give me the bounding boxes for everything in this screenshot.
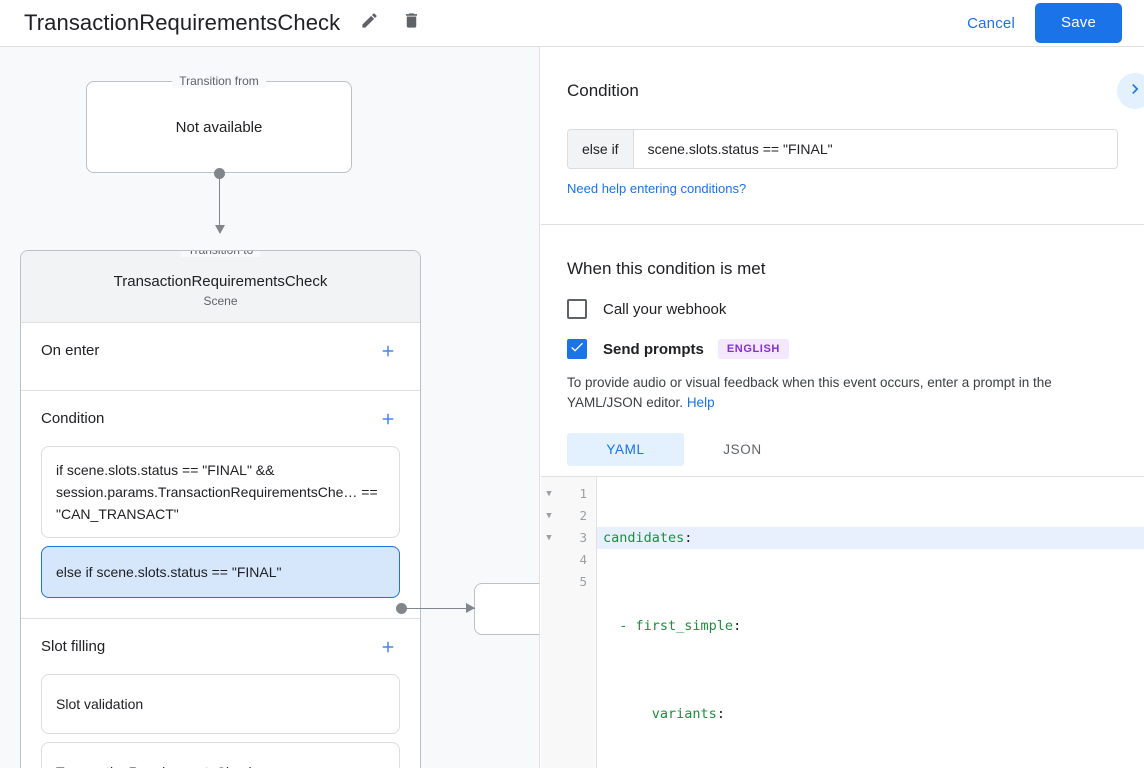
transition-to-legend: Transition to [180,251,261,257]
webhook-label: Call your webhook [603,300,727,318]
editor-format-tabs: YAML JSON [567,433,1118,466]
line-number: 3 [579,530,587,545]
gutter-row[interactable]: ▼ 3 [541,527,596,549]
code-key: first_simple [635,618,734,634]
cancel-button[interactable]: Cancel [967,14,1015,32]
condition-input[interactable] [633,130,1117,168]
condition-item[interactable]: if scene.slots.status == "FINAL" && sess… [41,446,400,538]
webhook-checkbox-row[interactable]: Call your webhook [567,299,1118,319]
slot-filling-item[interactable]: TransactionRequirementsCheck [41,742,400,768]
condition-block: Condition else if Need help entering con… [541,47,1144,224]
target-node-stub[interactable] [474,583,539,635]
condition-met-block: When this condition is met Call your web… [541,225,1144,466]
spacer [567,198,1118,224]
code-indent: - [603,618,636,634]
detail-panel: Condition else if Need help entering con… [541,47,1144,768]
condition-prefix: else if [568,130,634,168]
send-prompts-label: Send prompts [603,340,704,358]
save-button[interactable]: Save [1035,3,1122,43]
gutter-row[interactable]: ▼ 1 [541,483,596,505]
check-icon [569,339,585,360]
plus-icon [379,638,397,656]
gutter-row: 4 [541,549,596,571]
chevron-right-icon [1125,79,1144,104]
section-header-slot-filling: Slot filling [21,619,420,674]
editor-gutter: ▼ 1 ▼ 2 ▼ 3 4 5 [541,477,597,768]
edit-title-button[interactable] [354,8,384,38]
code-colon: : [733,618,742,634]
transition-from-legend: Transition from [172,74,266,88]
condition-help-link[interactable]: Need help entering conditions? [567,181,747,196]
transition-to-card: Transition to TransactionRequirementsChe… [20,250,421,768]
section-title-condition: Condition [41,410,105,427]
outgoing-connector-line [405,608,475,609]
transition-from-value: Not available [175,118,263,136]
trash-icon [402,11,421,35]
section-header-on-enter: On enter [21,323,420,378]
code-colon: : [716,706,725,722]
send-prompts-checkbox-row[interactable]: Send prompts ENGLISH [567,339,1118,359]
tab-yaml[interactable]: YAML [567,433,684,466]
scene-name: TransactionRequirementsCheck [113,273,328,290]
code-editor[interactable]: ▼ 1 ▼ 2 ▼ 3 4 5 candidates: - first_s [541,476,1144,768]
prompts-description: To provide audio or visual feedback when… [567,373,1118,413]
section-on-enter: On enter [21,323,420,391]
code-key: candidates [603,530,685,546]
fold-arrow-icon[interactable]: ▼ [546,533,552,543]
scene-header: TransactionRequirementsCheck Scene [21,251,420,323]
delete-button[interactable] [396,8,426,38]
transition-from-card: Transition from Not available [86,74,352,173]
section-condition: Condition if scene.slots.status == "FINA… [21,391,420,619]
outgoing-connector-dot [396,603,407,614]
fold-arrow-icon[interactable]: ▼ [546,489,552,499]
add-slot-filling-button[interactable] [376,635,400,659]
pencil-icon [360,11,379,35]
line-number: 4 [579,552,587,567]
gutter-row[interactable]: ▼ 2 [541,505,596,527]
add-on-enter-button[interactable] [376,339,400,363]
add-condition-button[interactable] [376,407,400,431]
section-title-slot-filling: Slot filling [41,638,106,655]
section-divider [541,224,1144,225]
slot-filling-item[interactable]: Slot validation [41,674,400,734]
code-line[interactable]: - first_simple: [597,615,1144,637]
page-title: TransactionRequirementsCheck [24,10,341,35]
plus-icon [379,342,397,360]
gutter-row: 5 [541,571,596,593]
condition-input-row[interactable]: else if [567,129,1118,169]
condition-met-heading: When this condition is met [567,259,766,278]
webhook-checkbox[interactable] [567,299,587,319]
editor-code-area[interactable]: candidates: - first_simple: variants: - … [597,477,1144,768]
code-line[interactable]: variants: [597,703,1144,725]
tab-json[interactable]: JSON [723,442,762,457]
section-header-condition: Condition [21,391,420,446]
prompts-description-text: To provide audio or visual feedback when… [567,375,1052,410]
prompts-help-link[interactable]: Help [686,395,715,410]
section-slot-filling: Slot filling Slot validation Transaction… [21,619,420,768]
line-number: 5 [579,574,587,589]
line-number: 2 [579,508,587,523]
section-title-on-enter: On enter [41,342,100,359]
graph-panel: Transition from Not available Transition… [0,47,540,768]
plus-icon [379,410,397,428]
outgoing-connector-arrow [466,603,475,613]
code-line[interactable]: candidates: [597,527,1144,549]
line-number: 1 [579,486,587,501]
language-badge: ENGLISH [717,339,789,359]
condition-item-selected[interactable]: else if scene.slots.status == "FINAL" [41,546,400,598]
expand-panel-button[interactable] [1117,73,1144,109]
scene-type: Scene [203,294,238,308]
app-header: TransactionRequirementsCheck Cancel Save [0,0,1144,47]
connector-arrow-down [215,225,225,234]
code-colon: : [684,530,693,546]
code-indent [603,706,652,722]
send-prompts-checkbox[interactable] [567,339,587,359]
fold-arrow-icon[interactable]: ▼ [546,511,552,521]
condition-heading: Condition [567,81,639,100]
connector-line-vertical [219,173,220,227]
code-key: variants [651,706,717,722]
